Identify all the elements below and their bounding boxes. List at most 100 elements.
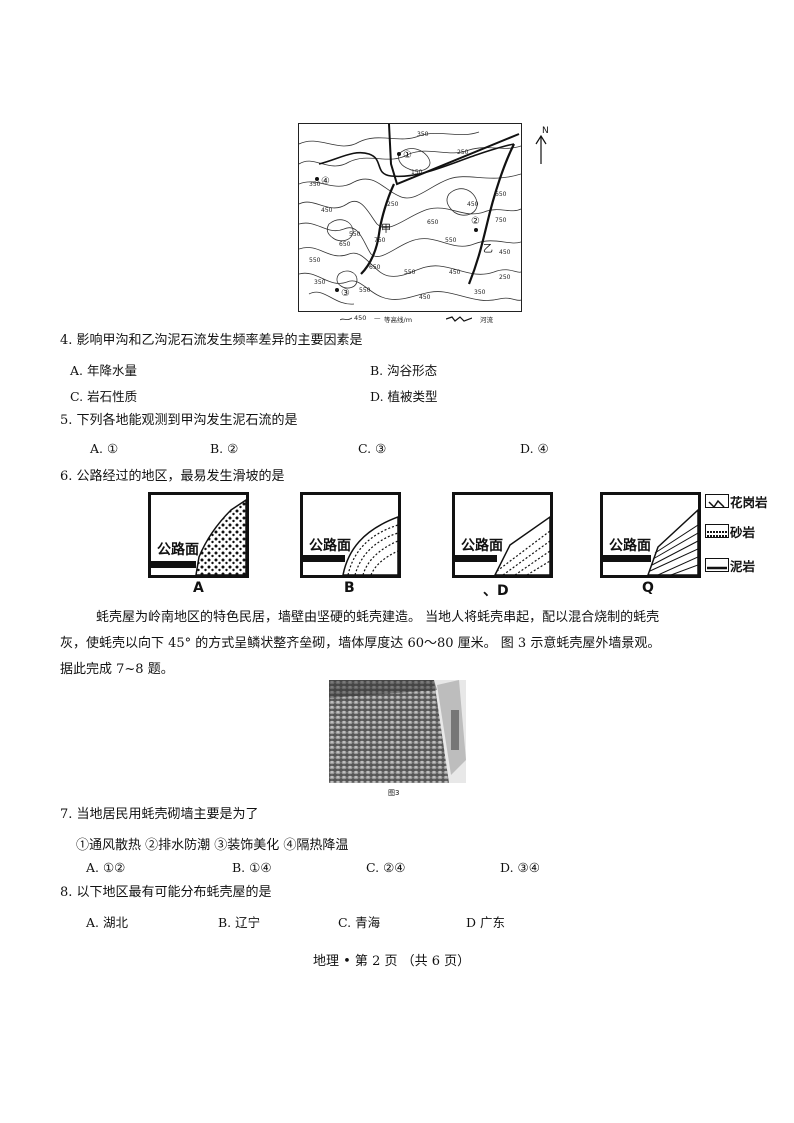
passage-line-3: 据此完成 7~8 题。 — [60, 662, 174, 677]
north-arrow: N — [534, 126, 549, 166]
panel-label-d: Q — [642, 580, 654, 596]
panel-label-a: A — [193, 580, 204, 596]
mudstone-legend-icon — [705, 558, 729, 572]
q8-stem: 8. 以下地区最有可能分布蚝壳屋的是 — [60, 885, 272, 900]
river-yi — [467, 143, 515, 285]
point-marker — [335, 288, 339, 292]
point-label: ④ — [321, 176, 330, 187]
gully-yi-label: 乙 — [483, 243, 493, 255]
q8-option-d[interactable]: D 广东 — [466, 915, 505, 930]
q4-option-c[interactable]: C. 岩石性质 — [70, 389, 138, 404]
panel-label-c: 、D — [483, 583, 509, 599]
contour-label: 650 — [369, 264, 381, 271]
contour-label: 450 — [499, 249, 511, 256]
slope-panel-a[interactable]: 公路面 — [148, 492, 249, 578]
legend-granite: 花岗岩 — [730, 495, 768, 510]
panel-label-b: B — [344, 580, 355, 596]
passage-line-2: 灰，使蚝壳以向下 45° 的方式呈鳞状整齐垒砌，墙体厚度达 60～80 厘米。 … — [60, 636, 661, 651]
q8-option-b[interactable]: B. 辽宁 — [218, 915, 261, 930]
contour-line — [298, 173, 522, 199]
q7-option-c[interactable]: C. ②④ — [366, 860, 406, 875]
page-footer: 地理 • 第 2 页 （共 6 页） — [313, 954, 471, 969]
slope-panel-c[interactable]: 公路面 — [452, 492, 553, 578]
contour-map-svg: 350 250 150 250 450 550 650 750 650 750 … — [298, 123, 522, 305]
contour-line — [298, 222, 522, 257]
contour-line — [298, 272, 522, 301]
oyster-wall-svg — [329, 680, 466, 783]
legend-contour-line: — — [374, 314, 381, 322]
road-label: 公路面 — [309, 538, 351, 554]
q7-option-b[interactable]: B. ①④ — [232, 860, 272, 875]
legend-sandstone: 砂岩 — [730, 525, 756, 540]
legend-mudstone: 泥岩 — [730, 559, 756, 574]
point-marker — [315, 177, 319, 181]
contour-line — [446, 188, 478, 216]
contour-label: 250 — [387, 201, 399, 208]
contour-label: 350 — [314, 279, 326, 286]
q4-option-d[interactable]: D. 植被类型 — [370, 389, 438, 404]
contour-label: 650 — [427, 219, 439, 226]
road-label: 公路面 — [609, 538, 651, 554]
rock-legend: 花岗岩 砂岩 泥岩 — [705, 492, 791, 574]
contour-label: 150 — [411, 169, 423, 176]
legend-contour-value: 450 — [354, 314, 367, 322]
contour-label: 250 — [457, 149, 469, 156]
contour-label: 550 — [445, 237, 457, 244]
passage-line-1: 蚝壳屋为岭南地区的特色民居，墙壁由坚硬的蚝壳建造。 当地人将蚝壳串起，配以混合烧… — [96, 610, 660, 625]
river-main — [318, 143, 515, 178]
q5-option-b[interactable]: B. ② — [210, 441, 239, 456]
contour-map-figure: 350 250 150 250 450 550 650 750 650 750 … — [298, 123, 522, 312]
q4-stem: 4. 影响甲沟和乙沟泥石流发生频率差异的主要因素是 — [60, 333, 363, 348]
q5-option-a[interactable]: A. ① — [90, 441, 119, 456]
slope-panel-d[interactable]: 公路面 — [600, 492, 701, 578]
contour-line — [398, 148, 431, 172]
q7-stem: 7. 当地居民用蚝壳砌墙主要是为了 — [60, 807, 259, 822]
contour-label: 350 — [417, 131, 429, 138]
contour-label: 250 — [499, 274, 511, 281]
q4-option-a[interactable]: A. 年降水量 — [70, 363, 137, 378]
q5-option-c[interactable]: C. ③ — [358, 441, 387, 456]
contour-label: 550 — [309, 257, 321, 264]
legend-river-text: 河流 — [480, 316, 493, 324]
contour-label: 750 — [495, 217, 507, 224]
gully-jia-label: 甲 — [381, 224, 391, 235]
contour-legend-icon — [340, 317, 352, 321]
contour-label: 550 — [404, 269, 416, 276]
contour-label: 750 — [374, 237, 386, 244]
q8-option-c[interactable]: C. 青海 — [338, 915, 381, 930]
contour-label: 450 — [419, 294, 431, 301]
q6-stem: 6. 公路经过的地区，最易发生滑坡的是 — [60, 469, 285, 484]
legend-contour-text: 等高线/m — [384, 316, 413, 324]
contour-line — [298, 247, 522, 277]
q5-option-d[interactable]: D. ④ — [520, 441, 549, 456]
q7-option-a[interactable]: A. ①② — [86, 860, 126, 875]
q5-stem: 5. 下列各地能观测到甲沟发生泥石流的是 — [60, 413, 298, 428]
river-legend-icon — [446, 316, 472, 322]
contour-label: 650 — [495, 191, 507, 198]
contour-label: 350 — [309, 181, 321, 188]
point-label: ③ — [341, 288, 350, 299]
contour-line — [298, 145, 522, 167]
q7-option-d[interactable]: D. ③④ — [500, 860, 540, 875]
contour-line — [298, 201, 522, 228]
granite-legend-icon — [705, 494, 729, 509]
map-legend: 450 — 等高线/m 河流 — [340, 313, 520, 325]
road-label: 公路面 — [157, 542, 199, 558]
contour-label: 450 — [321, 207, 333, 214]
contour-line — [336, 270, 358, 289]
q8-option-a[interactable]: A. 湖北 — [86, 915, 128, 930]
oyster-wall-photo — [329, 680, 466, 783]
north-arrow-icon — [535, 134, 547, 164]
road-label: 公路面 — [461, 538, 503, 554]
q4-option-b[interactable]: B. 沟谷形态 — [370, 363, 438, 378]
slope-panel-b[interactable]: 公路面 — [300, 492, 401, 578]
point-marker — [474, 228, 478, 232]
river-jia — [360, 183, 395, 275]
contour-label: 350 — [474, 289, 486, 296]
q7-choices: ①通风散热 ②排水防潮 ③装饰美化 ④隔热降温 — [76, 838, 349, 853]
contour-label: 550 — [349, 231, 361, 238]
sandstone-legend-icon — [705, 524, 729, 538]
slope-a-svg — [151, 498, 247, 576]
ridge-boundary — [388, 123, 520, 186]
contour-label: 550 — [359, 287, 371, 294]
